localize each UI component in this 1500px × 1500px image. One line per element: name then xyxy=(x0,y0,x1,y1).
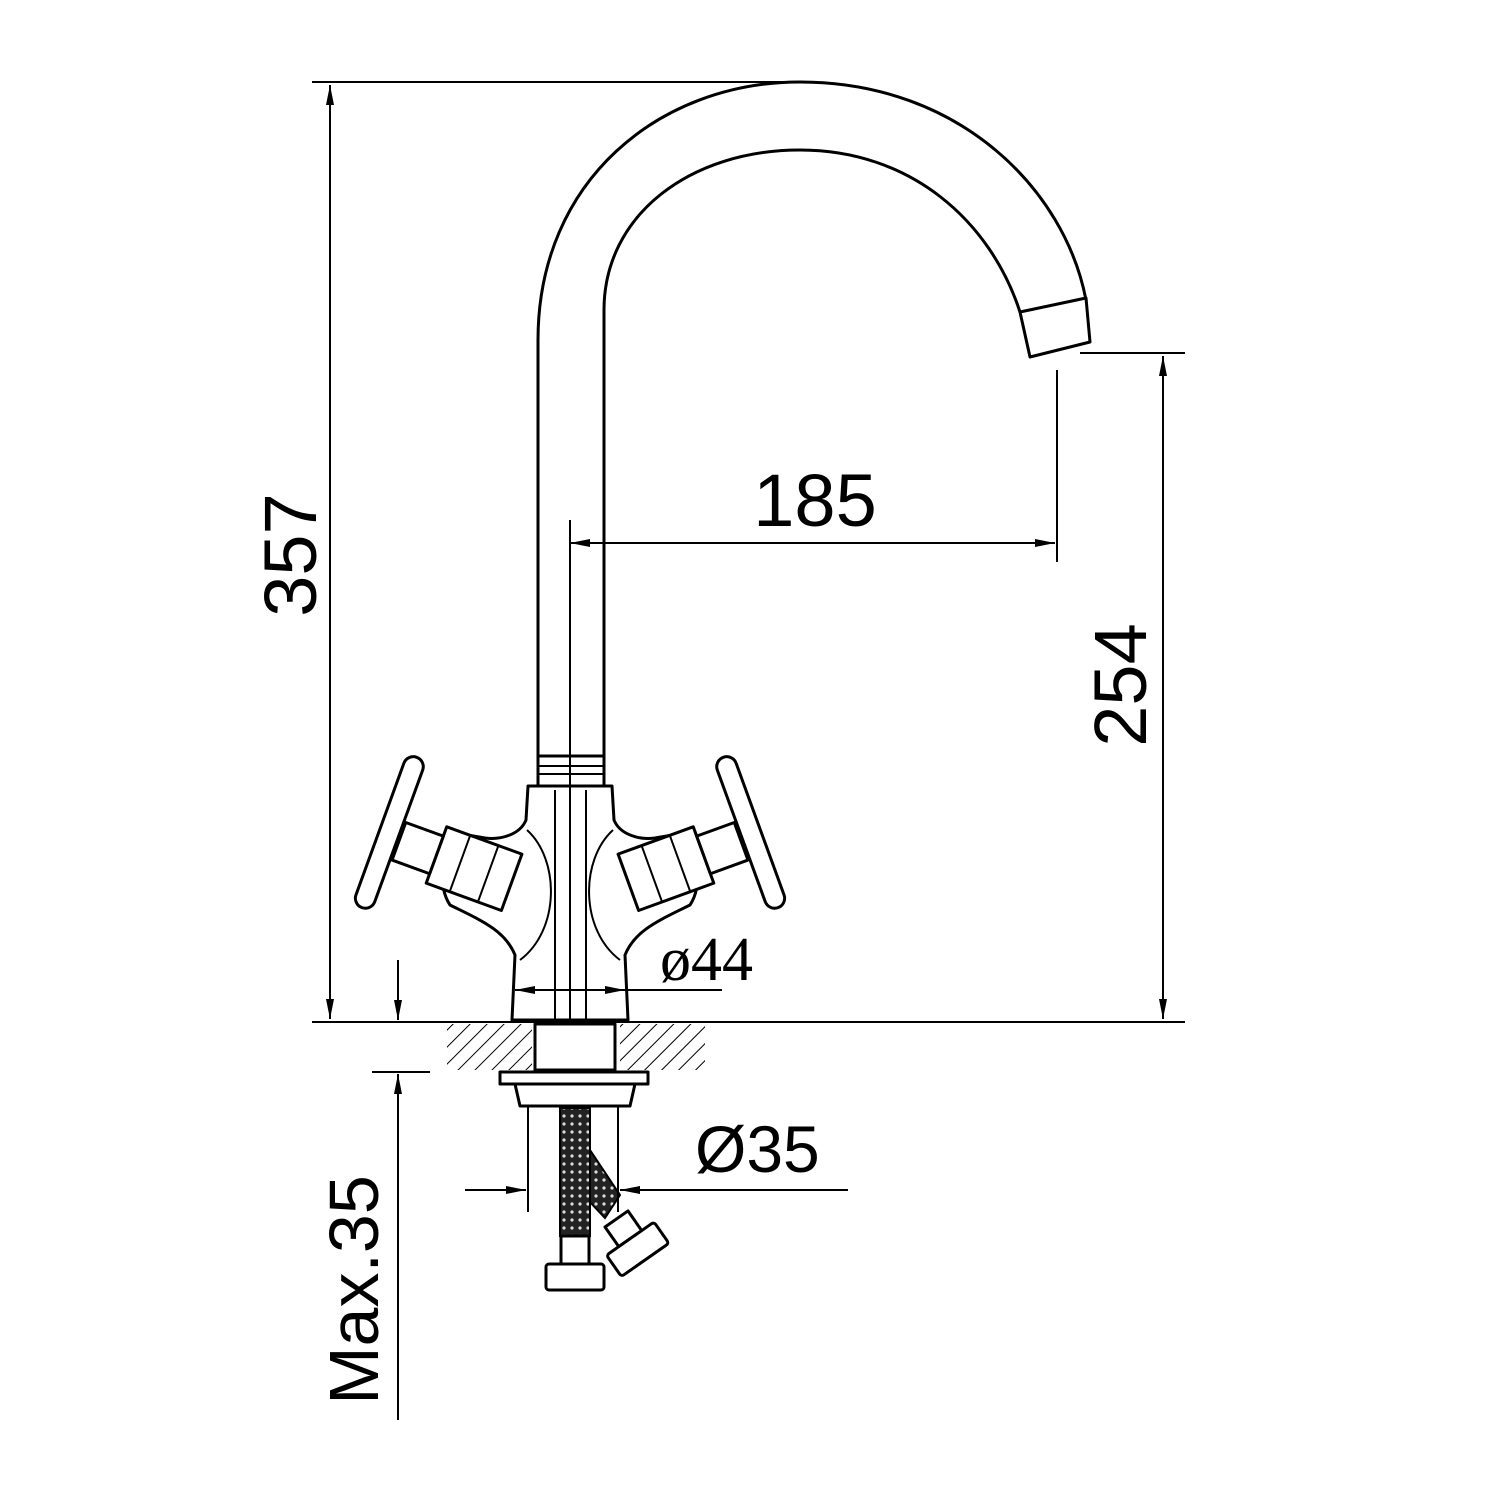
spout xyxy=(536,80,1092,760)
dimension-lines xyxy=(312,81,1185,1420)
dim-spout-reach: 185 xyxy=(753,459,876,542)
countertop-section xyxy=(447,1022,705,1108)
dim-base-diameter: ø44 xyxy=(660,926,753,994)
dim-hole-diameter: Ø35 xyxy=(695,1112,820,1186)
dim-spout-height: 254 xyxy=(1079,623,1162,746)
dim-total-height: 357 xyxy=(249,493,332,616)
dim-max-thickness: Max.35 xyxy=(315,1175,393,1405)
left-handle xyxy=(353,755,524,913)
supply-hoses xyxy=(544,1107,670,1292)
spout-nozzle xyxy=(1018,296,1092,359)
right-handle xyxy=(616,755,787,913)
